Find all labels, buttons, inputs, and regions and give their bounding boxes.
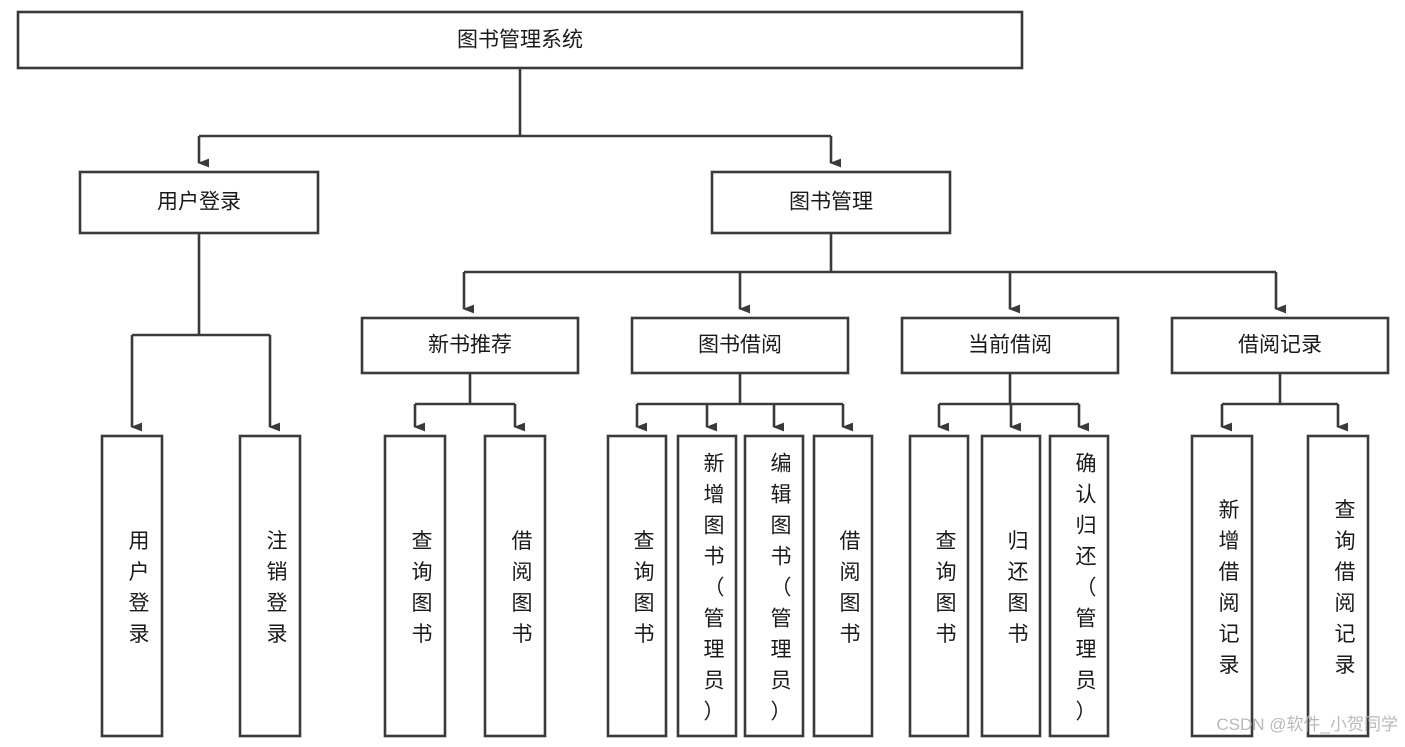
leaf-borrow-book-2-box[interactable] (812, 434, 874, 738)
node-root-label: 图书管理系统 (457, 29, 583, 52)
leaf-borrow-book-1-box[interactable] (483, 434, 547, 738)
leaf-add-borrow-record-label: 新增借阅记录 (1219, 499, 1240, 677)
leaf-query-book-2-label: 查询图书 (634, 530, 655, 646)
node-book-borrow-box[interactable] (630, 316, 850, 375)
node-current-borrow-box[interactable] (900, 316, 1120, 375)
node-new-book-recommend-label: 新书推荐 (428, 334, 512, 357)
node-book-management-box[interactable] (710, 170, 952, 235)
leaf-query-book-3-box[interactable] (908, 434, 970, 738)
csdn-watermark: CSDN @软件_小贺同学 (1216, 715, 1398, 734)
leaf-query-book-3-label: 查询图书 (936, 530, 957, 646)
leaf-node-query-borrow-record[interactable]: 查询借阅记录 (1306, 434, 1370, 738)
leaf-edit-book-admin-label: 编辑图书（管理员） (771, 453, 792, 724)
connector-group (130, 68, 1348, 432)
node-root[interactable]: 图书管理系统 (16, 10, 1024, 70)
node-new-book-recommend-box[interactable] (360, 316, 580, 375)
leaf-user-login-label: 用户登录 (129, 530, 150, 646)
leaf-node-user-login[interactable]: 用户登录 (100, 434, 164, 738)
leaf-node-borrow-book-2[interactable]: 借阅图书 (812, 434, 874, 738)
leaf-query-borrow-record-label: 查询借阅记录 (1335, 499, 1356, 677)
leaf-add-book-admin-box[interactable] (676, 434, 738, 738)
leaf-edit-book-admin-box[interactable] (743, 434, 805, 738)
leaf-node-logout[interactable]: 注销登录 (238, 434, 302, 738)
leaf-return-book-label: 归还图书 (1008, 530, 1029, 646)
node-borrow-record-box[interactable] (1170, 316, 1390, 375)
leaf-confirm-return-admin-label: 确认归还（管理员） (1076, 453, 1097, 724)
node-user-login[interactable]: 用户登录 (78, 170, 320, 235)
node-user-login-label: 用户登录 (157, 191, 241, 214)
leaf-borrow-book-1-label: 借阅图书 (512, 530, 533, 646)
leaf-node-query-book-2[interactable]: 查询图书 (606, 434, 668, 738)
node-book-management[interactable]: 图书管理 (710, 170, 952, 235)
node-borrow-record-label: 借阅记录 (1238, 334, 1322, 357)
node-book-borrow[interactable]: 图书借阅 (630, 316, 850, 375)
leaf-node-borrow-book-1[interactable]: 借阅图书 (483, 434, 547, 738)
leaf-query-book-1-box[interactable] (383, 434, 447, 738)
leaf-return-book-box[interactable] (980, 434, 1042, 738)
leaf-add-book-admin-label: 新增图书（管理员） (704, 453, 725, 724)
leaf-user-login-box[interactable] (100, 434, 164, 738)
node-root-box[interactable] (16, 10, 1024, 70)
leaf-logout-box[interactable] (238, 434, 302, 738)
leaf-confirm-return-admin-box[interactable] (1048, 434, 1110, 738)
leaf-query-book-1-label: 查询图书 (412, 530, 433, 646)
leaf-node-add-borrow-record[interactable]: 新增借阅记录 (1190, 434, 1254, 738)
leaf-query-book-2-box[interactable] (606, 434, 668, 738)
node-current-borrow-label: 当前借阅 (968, 334, 1052, 357)
leaf-borrow-book-2-label: 借阅图书 (840, 530, 861, 646)
node-borrow-record[interactable]: 借阅记录 (1170, 316, 1390, 375)
leaf-node-query-book-1[interactable]: 查询图书 (383, 434, 447, 738)
leaf-query-borrow-record-box[interactable] (1306, 434, 1370, 738)
leaf-node-query-book-3[interactable]: 查询图书 (908, 434, 970, 738)
node-book-borrow-label: 图书借阅 (698, 334, 782, 357)
leaf-node-confirm-return-admin[interactable]: 确认归还（管理员） (1048, 434, 1110, 738)
node-book-management-label: 图书管理 (789, 191, 873, 214)
leaf-logout-label: 注销登录 (267, 530, 288, 646)
leaf-node-add-book-admin[interactable]: 新增图书（管理员） (676, 434, 738, 738)
node-user-login-box[interactable] (78, 170, 320, 235)
node-current-borrow[interactable]: 当前借阅 (900, 316, 1120, 375)
leaf-node-return-book[interactable]: 归还图书 (980, 434, 1042, 738)
leaf-add-borrow-record-box[interactable] (1190, 434, 1254, 738)
node-new-book-recommend[interactable]: 新书推荐 (360, 316, 580, 375)
leaf-node-edit-book-admin[interactable]: 编辑图书（管理员） (743, 434, 805, 738)
